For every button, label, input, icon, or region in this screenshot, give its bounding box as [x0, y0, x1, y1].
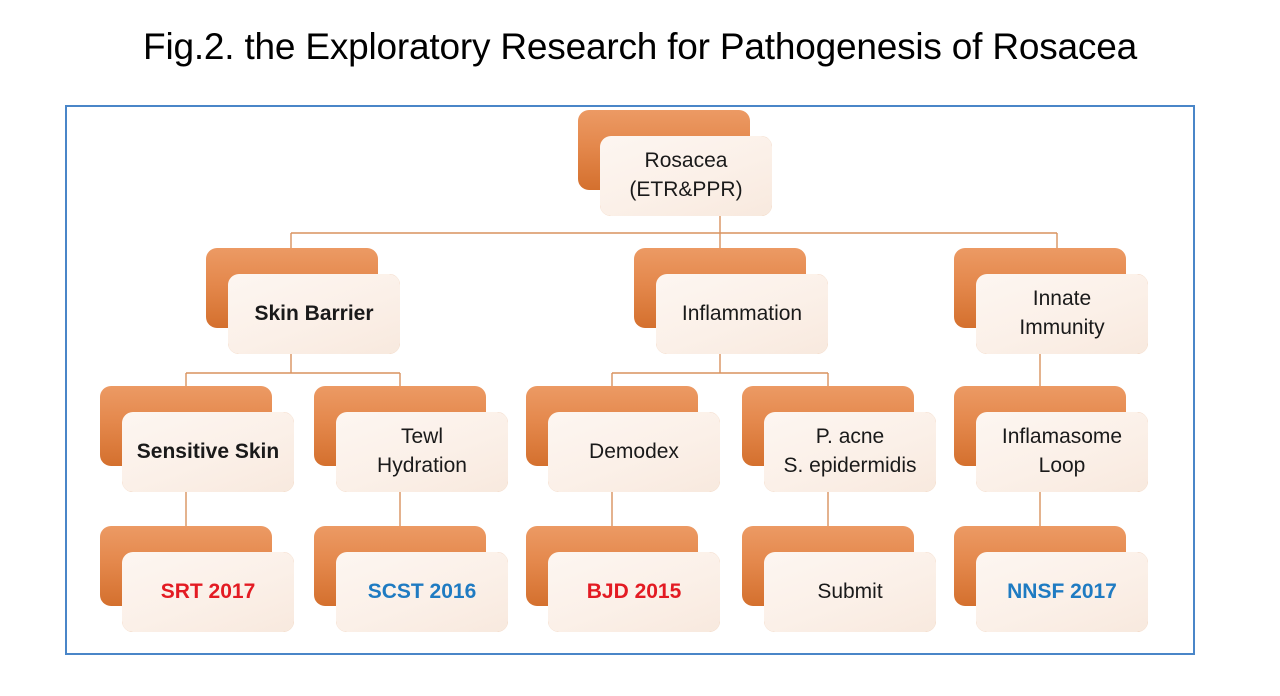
node-face: NNSF 2017: [976, 552, 1148, 632]
node-face: Rosacea (ETR&PPR): [600, 136, 772, 216]
node-face: Sensitive Skin: [122, 412, 294, 492]
node-demodex[interactable]: Demodex: [526, 386, 720, 492]
node-label-line2: S. epidermidis: [783, 454, 917, 477]
node-inflammation[interactable]: Inflammation: [634, 248, 828, 354]
node-rosacea[interactable]: Rosacea (ETR&PPR): [578, 110, 772, 216]
node-label-line1: Sensitive Skin: [136, 439, 280, 463]
node-face: Inflamasome Loop: [976, 412, 1148, 492]
node-label-line1: Tewl: [400, 425, 443, 449]
node-label-line1: Submit: [817, 579, 883, 603]
node-label-line1: Innate: [1032, 287, 1092, 311]
node-label-line2: Immunity: [1019, 316, 1105, 339]
node-label-line1: SRT 2017: [160, 579, 256, 603]
node-inflamasome-loop[interactable]: Inflamasome Loop: [954, 386, 1148, 492]
node-tewl-hydration[interactable]: Tewl Hydration: [314, 386, 508, 492]
node-face: SRT 2017: [122, 552, 294, 632]
node-label-line1: Skin Barrier: [254, 301, 374, 325]
node-label-line2: Hydration: [377, 454, 467, 477]
node-label-line1: Rosacea: [644, 149, 728, 173]
node-face: Submit: [764, 552, 936, 632]
node-srt-2017[interactable]: SRT 2017: [100, 526, 294, 632]
node-label-line1: BJD 2015: [586, 579, 682, 603]
node-innate-immunity[interactable]: Innate Immunity: [954, 248, 1148, 354]
node-label-line1: Inflammation: [681, 301, 803, 325]
node-face: SCST 2016: [336, 552, 508, 632]
node-label-line1: NNSF 2017: [1007, 579, 1117, 603]
node-scst-2016[interactable]: SCST 2016: [314, 526, 508, 632]
node-face: Skin Barrier: [228, 274, 400, 354]
page-title: Fig.2. the Exploratory Research for Path…: [143, 26, 1137, 67]
node-sensitive-skin[interactable]: Sensitive Skin: [100, 386, 294, 492]
node-face: Tewl Hydration: [336, 412, 508, 492]
node-submit[interactable]: Submit: [742, 526, 936, 632]
node-face: Inflammation: [656, 274, 828, 354]
node-label-line2: Loop: [1038, 454, 1086, 477]
node-label-line1: P. acne: [815, 425, 885, 449]
node-p-acne-s-epidermidis[interactable]: P. acne S. epidermidis: [742, 386, 936, 492]
node-bjd-2015[interactable]: BJD 2015: [526, 526, 720, 632]
node-face: Demodex: [548, 412, 720, 492]
node-nnsf-2017[interactable]: NNSF 2017: [954, 526, 1148, 632]
node-label-line1: Inflamasome: [1001, 425, 1123, 449]
node-face: BJD 2015: [548, 552, 720, 632]
node-face: P. acne S. epidermidis: [764, 412, 936, 492]
node-label-line1: Demodex: [589, 439, 679, 463]
node-label-line2: (ETR&PPR): [629, 178, 743, 201]
node-label-line1: SCST 2016: [367, 579, 477, 603]
node-skin-barrier[interactable]: Skin Barrier: [206, 248, 400, 354]
node-face: Innate Immunity: [976, 274, 1148, 354]
